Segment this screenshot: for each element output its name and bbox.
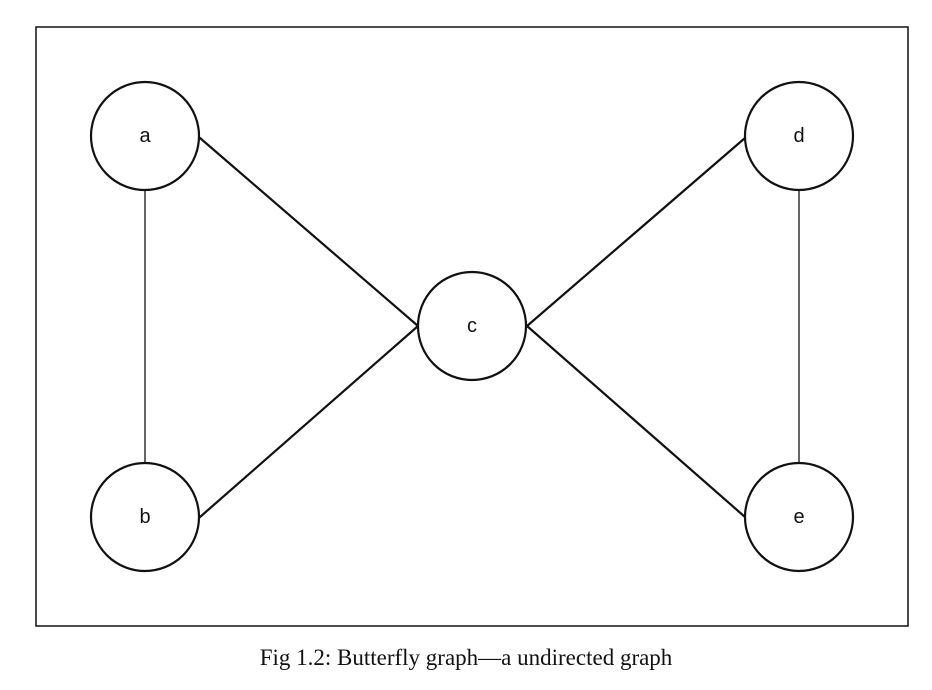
graph-node-a: a — [89, 80, 201, 192]
figure-caption: Fig 1.2: Butterfly graph—a undirected gr… — [259, 645, 673, 670]
node-c-label: c — [467, 315, 477, 337]
node-a-label: a — [139, 125, 151, 147]
butterfly-graph-diagram: a b c d e — [35, 26, 909, 627]
node-c-circle — [416, 270, 528, 382]
edge-c-d — [525, 136, 747, 328]
node-e-label: e — [793, 506, 804, 528]
graph-edges — [144, 136, 800, 519]
graph-node-c: c — [416, 270, 528, 382]
graph-node-b: b — [89, 461, 201, 573]
figure-frame — [35, 26, 909, 627]
graph-node-d: d — [743, 80, 855, 192]
node-e-circle — [743, 461, 855, 573]
node-d-circle — [743, 80, 855, 192]
node-a-circle — [89, 80, 201, 192]
graph-node-e: e — [743, 461, 855, 573]
edge-a-c — [198, 136, 420, 328]
edge-c-e — [525, 324, 747, 519]
node-d-label: d — [793, 125, 804, 147]
node-b-label: b — [139, 506, 150, 528]
node-b-circle — [89, 461, 201, 573]
edge-b-c — [198, 324, 420, 519]
